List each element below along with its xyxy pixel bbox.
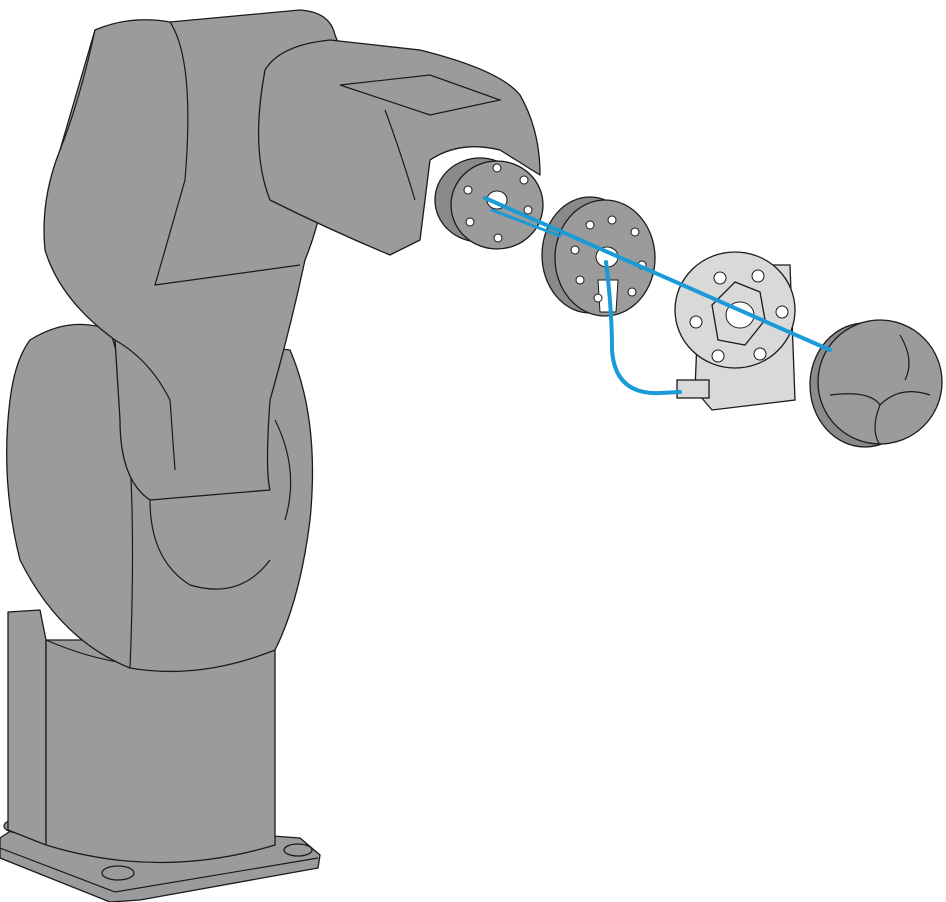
gripper-tool [809, 319, 943, 448]
cable [483, 196, 832, 396]
force-torque-sensor [674, 251, 796, 411]
wrist-flange [434, 157, 544, 250]
base-bolt [101, 865, 135, 881]
base-bolt [283, 843, 313, 857]
sensor-connector [676, 379, 710, 399]
adapter-plate [541, 196, 656, 317]
robot-forearm [257, 39, 541, 256]
robot-base [0, 609, 321, 902]
